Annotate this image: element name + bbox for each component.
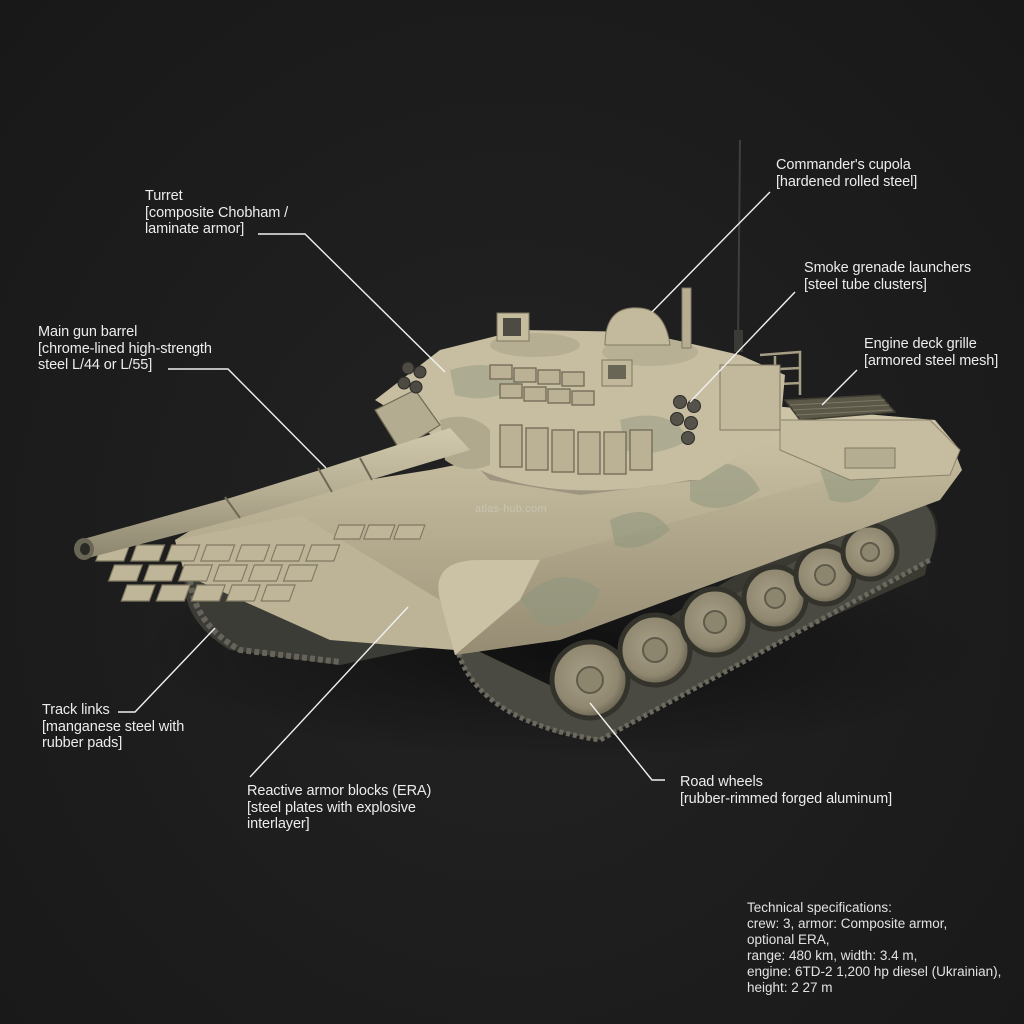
front-fender bbox=[438, 560, 540, 655]
callout-road-wheels: Road wheels [rubber-rimmed forged alumin… bbox=[680, 774, 892, 807]
callout-detail: [manganese steel with bbox=[42, 718, 185, 735]
callout-title: Track links bbox=[42, 702, 110, 718]
callout-detail: [steel tube clusters] bbox=[804, 276, 927, 293]
leader-main-gun bbox=[168, 368, 327, 469]
main-gun-barrel bbox=[74, 428, 470, 560]
radio-antenna bbox=[737, 139, 741, 346]
callout-detail: [steel plates with explosive bbox=[247, 799, 416, 816]
callout-detail: [composite Chobham / bbox=[145, 204, 289, 221]
antenna-base bbox=[734, 330, 743, 352]
track-link-pattern bbox=[452, 557, 932, 743]
specs-line: crew: 3, armor: Composite armor, bbox=[747, 916, 948, 931]
callout-detail: rubber pads] bbox=[42, 735, 123, 751]
leader-cupola bbox=[651, 191, 771, 313]
grille-mesh-lines bbox=[789, 399, 893, 416]
hull-deck bbox=[175, 405, 960, 600]
callout-title: Smoke grenade launchers bbox=[804, 260, 971, 276]
leader-track-links bbox=[118, 627, 216, 713]
callout-title: Turret bbox=[145, 188, 183, 204]
callout-detail: [rubber-rimmed forged aluminum] bbox=[680, 790, 893, 807]
callout-detail: interlayer] bbox=[247, 816, 310, 832]
road-wheels bbox=[549, 522, 900, 721]
specs-line: height: 2 27 m bbox=[747, 980, 833, 995]
rear-hatch bbox=[844, 447, 896, 469]
callout-track-links: Track links [manganese steel with rubber… bbox=[42, 702, 184, 752]
turret-era-bricks bbox=[489, 364, 653, 475]
leader-era bbox=[249, 606, 409, 778]
callout-detail: laminate armor] bbox=[145, 221, 245, 237]
leader-turret bbox=[258, 233, 446, 373]
callout-title: Reactive armor blocks (ERA) bbox=[247, 783, 432, 799]
callout-detail: [armored steel mesh] bbox=[864, 352, 999, 369]
callout-title: Engine deck grille bbox=[864, 336, 977, 352]
leader-smoke-launchers bbox=[689, 291, 796, 403]
specs-line: range: 480 km, width: 3.4 m, bbox=[747, 948, 918, 963]
track-front-pattern bbox=[187, 579, 341, 665]
callout-smoke-grenade-launchers: Smoke grenade launchers [steel tube clus… bbox=[804, 260, 971, 293]
callout-title: Road wheels bbox=[680, 774, 763, 790]
callout-main-gun-barrel: Main gun barrel [chrome-lined high-stren… bbox=[38, 324, 212, 374]
callout-engine-deck-grille: Engine deck grille [armored steel mesh] bbox=[864, 336, 998, 369]
specs-line: optional ERA, bbox=[747, 932, 830, 947]
specs-heading: Technical specifications: bbox=[747, 900, 892, 915]
periscope-mast bbox=[681, 287, 692, 349]
callout-reactive-armor-blocks: Reactive armor blocks (ERA) [steel plate… bbox=[247, 783, 431, 833]
technical-specifications: Technical specifications: crew: 3, armor… bbox=[747, 900, 1001, 996]
watermark: atlas-hub.com bbox=[475, 503, 547, 515]
gun-mantlet bbox=[440, 416, 490, 469]
era-blocks-glacis bbox=[94, 524, 426, 602]
turret-cheek-era bbox=[374, 389, 441, 451]
callout-turret: Turret [composite Chobham / laminate arm… bbox=[145, 188, 288, 238]
callout-detail: steel L/44 or L/55] bbox=[38, 357, 153, 373]
callout-title: Commander's cupola bbox=[776, 157, 911, 173]
smoke-launchers-right bbox=[670, 364, 781, 445]
callout-commanders-cupola: Commander's cupola [hardened rolled stee… bbox=[776, 157, 917, 190]
callout-detail: [hardened rolled steel] bbox=[776, 173, 918, 190]
commanders-cupola bbox=[601, 307, 698, 387]
leader-road-wheels bbox=[589, 702, 665, 781]
leader-engine-grille bbox=[821, 369, 858, 406]
callout-detail: [chrome-lined high-strength bbox=[38, 340, 212, 357]
gunner-sight bbox=[490, 312, 580, 357]
specs-line: engine: 6TD-2 1,200 hp diesel (Ukrainian… bbox=[747, 964, 1002, 979]
smoke-launchers-left bbox=[397, 361, 427, 394]
callout-title: Main gun barrel bbox=[38, 324, 138, 340]
